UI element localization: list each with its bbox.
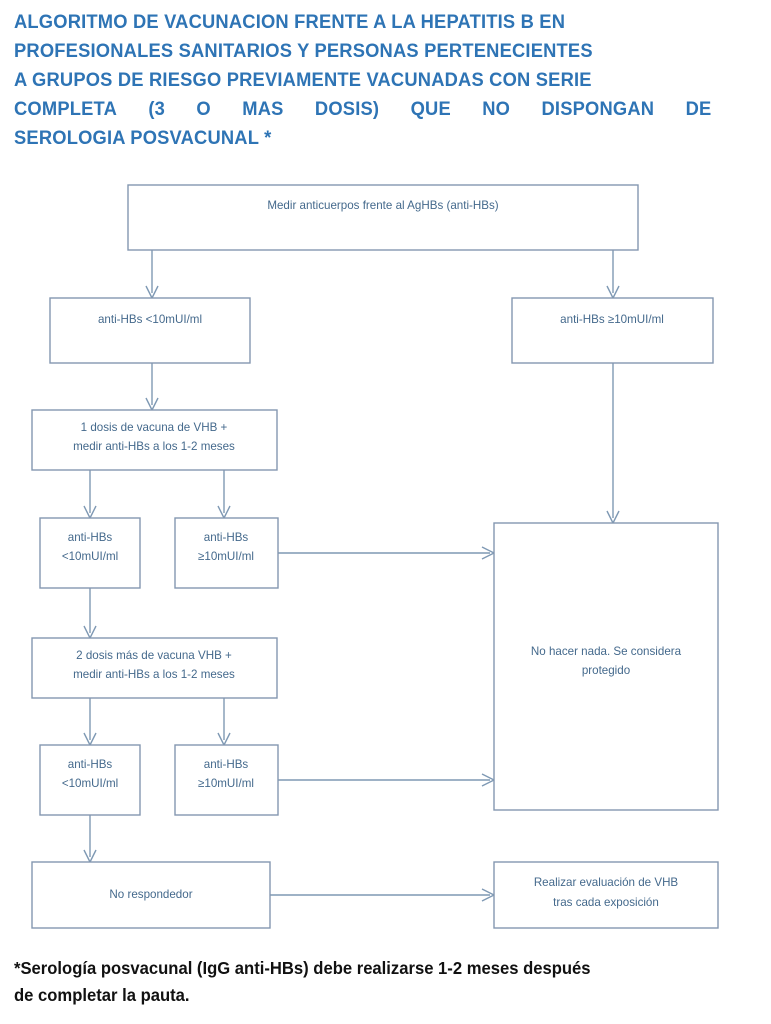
node-nonresponder-box: [31, 861, 271, 929]
node-high3-box: [174, 744, 279, 816]
node-evaluate[interactable]: Realizar evaluación de VHB tras cada exp…: [493, 861, 719, 929]
title-line-4-word-5: DOSIS): [314, 98, 380, 120]
footnote: *Serología posvacunal (IgG anti-HBs) deb…: [14, 955, 721, 1009]
title-line-1: ALGORITMO DE VACUNACION FRENTE A LA HEPA…: [14, 11, 566, 33]
page-title: ALGORITMO DE VACUNACION FRENTE A LA HEPA…: [14, 8, 711, 153]
node-high2-label-line-1: anti-HBs: [204, 531, 249, 544]
footnote-line-1: *Serología posvacunal (IgG anti-HBs) deb…: [14, 958, 591, 978]
title-line-4-word-8: DISPONGAN: [541, 98, 655, 120]
node-protected-label-line-2: protegido: [582, 664, 630, 677]
node-dose2[interactable]: 2 dosis más de vacuna VHB + medir anti-H…: [31, 637, 278, 699]
node-dose1[interactable]: 1 dosis de vacuna de VHB + medir anti-HB…: [31, 409, 278, 471]
node-dose1-box: [31, 409, 278, 471]
node-measure-box: [127, 184, 639, 251]
node-high2-label-line-2: ≥10mUI/ml: [198, 550, 254, 563]
node-nonresponder[interactable]: No respondedor: [31, 861, 271, 929]
title-line-4-word-9: DE: [685, 98, 712, 120]
vaccination-algorithm-flowchart: Medir anticuerpos frente al AgHBs (anti-…: [31, 184, 719, 929]
node-measure[interactable]: Medir anticuerpos frente al AgHBs (anti-…: [127, 184, 639, 251]
title-line-4-word-1: COMPLETA: [14, 98, 118, 120]
node-dose2-box: [31, 637, 278, 699]
node-low2-label-line-2: <10mUI/ml: [62, 550, 118, 563]
node-low1-label-line-1: anti-HBs <10mUI/ml: [98, 313, 202, 326]
title-line-4-word-6: QUE: [410, 98, 451, 120]
title-line-4: COMPLETA (3 O MAS DOSIS) QUE NO DISPONGA…: [14, 95, 711, 124]
node-dose1-label-line-1: 1 dosis de vacuna de VHB +: [81, 421, 228, 434]
node-low2-label-line-1: anti-HBs: [68, 531, 113, 544]
node-low3-box: [39, 744, 141, 816]
node-high2-box: [174, 517, 279, 589]
node-low3[interactable]: anti-HBs <10mUI/ml: [39, 744, 141, 816]
title-line-4-word-3: O: [196, 98, 211, 120]
node-protected-box: [493, 522, 719, 811]
title-line-2: PROFESIONALES SANITARIOS Y PERSONAS PERT…: [14, 40, 593, 62]
title-line-5: SEROLOGIA POSVACUNAL *: [14, 127, 272, 149]
node-low3-label-line-2: <10mUI/ml: [62, 777, 118, 790]
node-nonresponder-label-line-1: No respondedor: [109, 888, 192, 901]
footnote-line-2: de completar la pauta.: [14, 985, 190, 1005]
node-evaluate-box: [493, 861, 719, 929]
node-high1-box: [511, 297, 714, 364]
node-high3-label-line-1: anti-HBs: [204, 758, 249, 771]
node-high1[interactable]: anti-HBs ≥10mUI/ml: [511, 297, 714, 364]
node-dose2-label-line-2: medir anti-HBs a los 1-2 meses: [73, 668, 235, 681]
node-low1[interactable]: anti-HBs <10mUI/ml: [49, 297, 251, 364]
node-dose1-label-line-2: medir anti-HBs a los 1-2 meses: [73, 440, 235, 453]
node-low1-box: [49, 297, 251, 364]
title-line-4-word-7: NO: [482, 98, 511, 120]
node-measure-label-line-1: Medir anticuerpos frente al AgHBs (anti-…: [267, 199, 498, 212]
node-low2[interactable]: anti-HBs <10mUI/ml: [39, 517, 141, 589]
title-line-4-word-4: MAS: [242, 98, 284, 120]
node-high1-label-line-1: anti-HBs ≥10mUI/ml: [560, 313, 664, 326]
node-high2[interactable]: anti-HBs ≥10mUI/ml: [174, 517, 279, 589]
node-evaluate-label-line-1: Realizar evaluación de VHB: [534, 876, 679, 889]
node-low2-box: [39, 517, 141, 589]
title-line-4-word-2: (3: [148, 98, 166, 120]
node-evaluate-label-line-2: tras cada exposición: [553, 896, 659, 909]
node-dose2-label-line-1: 2 dosis más de vacuna VHB +: [76, 649, 232, 662]
connector-layer: [83, 250, 620, 902]
title-line-3: A GRUPOS DE RIESGO PREVIAMENTE VACUNADAS…: [14, 69, 592, 91]
node-low3-label-line-1: anti-HBs: [68, 758, 113, 771]
node-high3-label-line-2: ≥10mUI/ml: [198, 777, 254, 790]
node-high3[interactable]: anti-HBs ≥10mUI/ml: [174, 744, 279, 816]
node-protected[interactable]: No hacer nada. Se considera protegido: [493, 522, 719, 811]
node-protected-label-line-1: No hacer nada. Se considera: [531, 645, 682, 658]
